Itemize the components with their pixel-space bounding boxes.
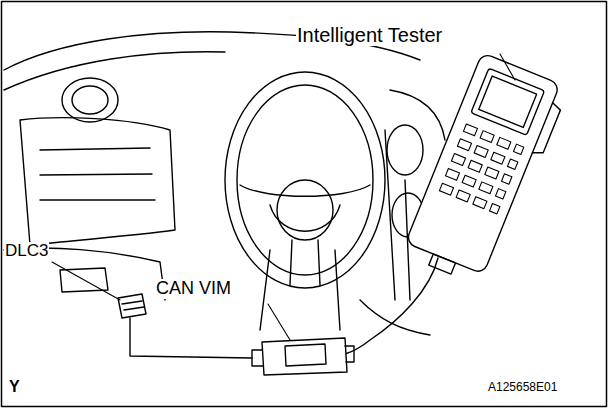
part-label: DLC3 bbox=[4, 242, 49, 261]
view-letter: Y bbox=[8, 378, 21, 396]
part-label: Intelligent Tester bbox=[296, 24, 443, 46]
figure-id: A125658E01 bbox=[487, 381, 558, 394]
part-label: CAN VIM bbox=[155, 279, 232, 299]
